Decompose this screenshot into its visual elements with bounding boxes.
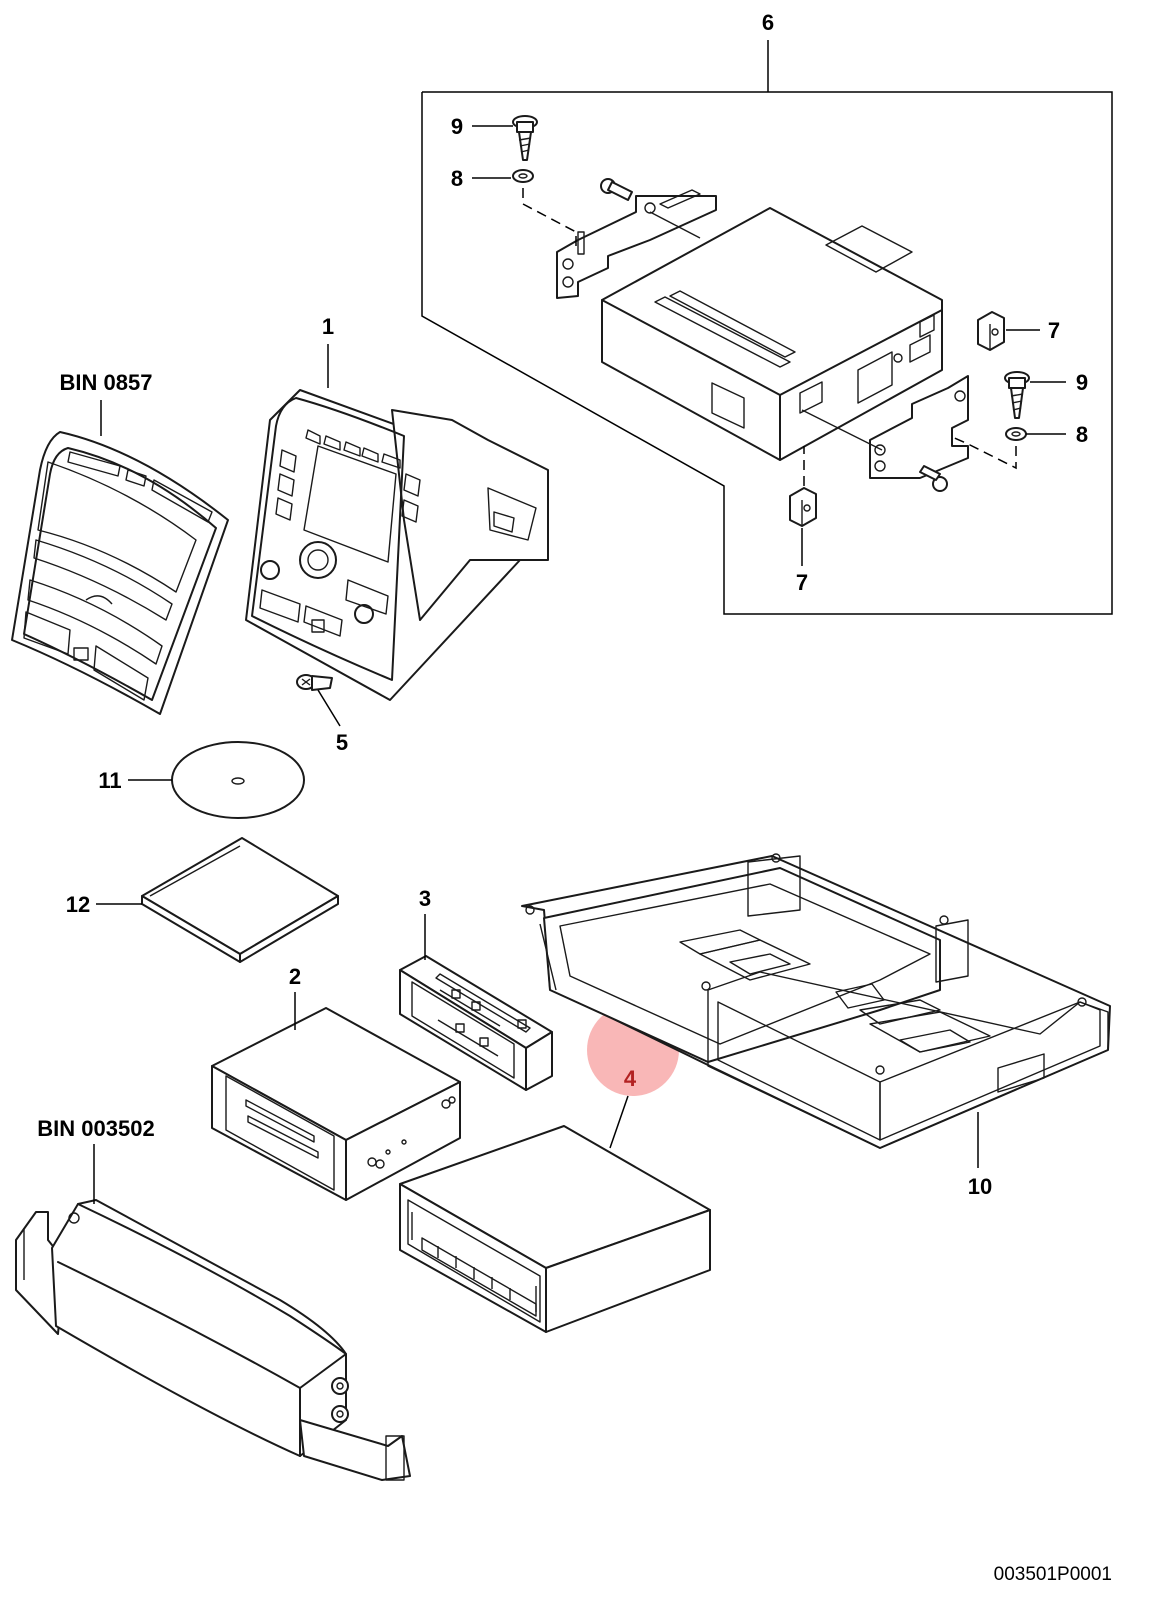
bracket-screw-left bbox=[600, 178, 633, 201]
drawing-number: 003501P0001 bbox=[994, 1564, 1112, 1585]
callout-5: 5 bbox=[336, 730, 348, 755]
kit-6-outline bbox=[421, 40, 1113, 615]
trim-bezel bbox=[11, 431, 229, 715]
callout-8-top: 8 bbox=[451, 166, 463, 191]
disc-11 bbox=[171, 741, 305, 819]
callout-12: 12 bbox=[66, 892, 90, 917]
washer-8-right bbox=[1005, 427, 1027, 441]
callout-3: 3 bbox=[419, 886, 431, 911]
callout-10: 10 bbox=[968, 1174, 992, 1199]
clip-nut-7-right bbox=[977, 311, 1005, 351]
callout-8-right: 8 bbox=[1076, 422, 1088, 447]
right-bracket bbox=[801, 375, 969, 479]
bracket-screw-right bbox=[919, 465, 948, 492]
callout-bin-003502: BIN 003502 bbox=[37, 1116, 154, 1141]
cd-changer-2 bbox=[211, 1007, 461, 1201]
tray-10 bbox=[521, 853, 1111, 1149]
callout-9-top: 9 bbox=[451, 114, 463, 139]
console-panel bbox=[15, 1199, 411, 1481]
mounting-frame-3 bbox=[399, 955, 553, 1091]
callout-7-right: 7 bbox=[1048, 318, 1060, 343]
callout-6: 6 bbox=[762, 10, 774, 35]
left-bracket bbox=[556, 189, 717, 299]
clip-nut-7-bottom bbox=[789, 487, 817, 527]
booklet-12 bbox=[141, 837, 339, 963]
callout-9-right: 9 bbox=[1076, 370, 1088, 395]
callout-bin-0857: BIN 0857 bbox=[60, 370, 153, 395]
callout-2: 2 bbox=[289, 964, 301, 989]
washer-8-top bbox=[512, 169, 534, 183]
callout-11: 11 bbox=[98, 768, 121, 793]
screw-9-top bbox=[512, 115, 538, 161]
control-head bbox=[245, 389, 549, 701]
screw-5 bbox=[296, 674, 333, 691]
callout-1: 1 bbox=[322, 314, 334, 339]
screw-9-right bbox=[1004, 371, 1030, 419]
module-unit bbox=[601, 207, 943, 461]
storage-box-4 bbox=[399, 1125, 711, 1333]
callout-4: 4 bbox=[624, 1066, 637, 1091]
callout-7-bottom: 7 bbox=[796, 570, 808, 595]
